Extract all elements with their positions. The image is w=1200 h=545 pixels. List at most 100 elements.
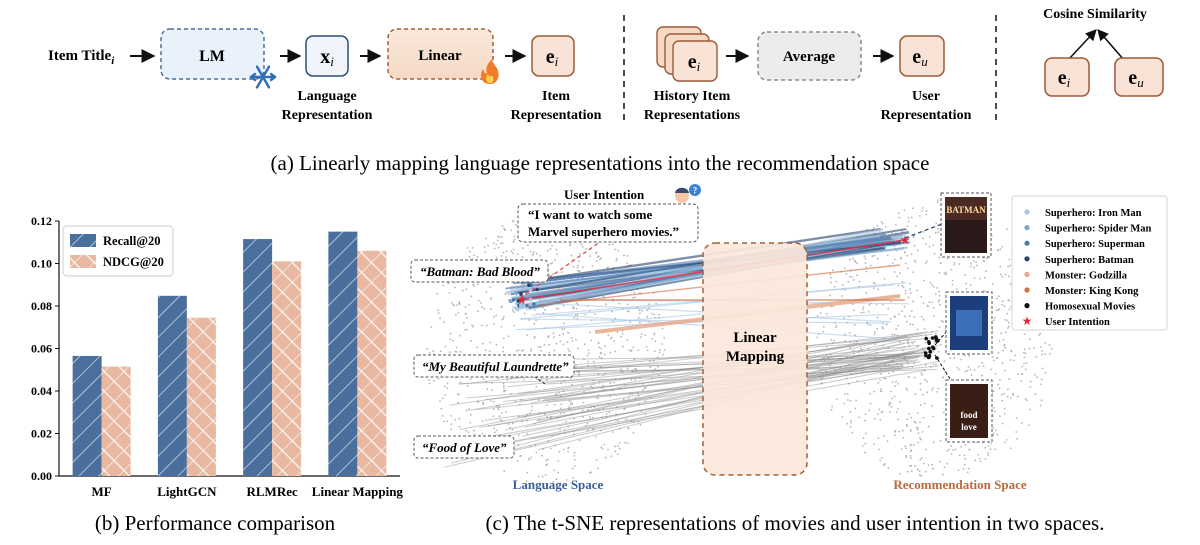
scatter-point bbox=[473, 429, 475, 432]
scatter-point bbox=[905, 387, 908, 390]
scatter-point bbox=[582, 401, 585, 404]
scatter-point bbox=[562, 322, 565, 325]
scatter-point bbox=[556, 253, 558, 256]
scatter-point bbox=[846, 422, 849, 425]
scatter-point bbox=[997, 351, 1000, 354]
scatter-point bbox=[994, 448, 997, 451]
scatter-point bbox=[853, 279, 855, 281]
scatter-point bbox=[457, 401, 459, 404]
mapping-line bbox=[465, 359, 919, 399]
scatter-point bbox=[897, 408, 899, 410]
scatter-point bbox=[502, 382, 505, 385]
laundrette-quote-box bbox=[413, 354, 575, 378]
scatter-point-highlight bbox=[528, 288, 533, 293]
scatter-point bbox=[932, 441, 935, 444]
scatter-point bbox=[893, 271, 896, 273]
scatter-point bbox=[654, 340, 657, 342]
scatter-point bbox=[847, 382, 850, 385]
scatter-point bbox=[567, 450, 569, 453]
history-line1: History Item bbox=[654, 89, 731, 104]
scatter-point bbox=[542, 311, 545, 314]
scatter-point bbox=[829, 353, 832, 356]
scatter-point bbox=[884, 226, 887, 228]
scatter-point bbox=[609, 395, 612, 397]
scatter-point bbox=[1036, 376, 1038, 379]
scatter-point bbox=[596, 260, 598, 263]
scatter-point bbox=[634, 397, 637, 399]
scatter-point bbox=[493, 427, 496, 430]
scatter-point bbox=[963, 463, 966, 466]
scatter-point bbox=[527, 457, 530, 460]
scatter-point bbox=[546, 249, 549, 252]
scatter-point bbox=[1004, 369, 1006, 372]
scatter-point bbox=[891, 333, 894, 336]
scatter-point bbox=[1006, 228, 1008, 231]
scatter-point bbox=[645, 345, 648, 348]
scatter-point bbox=[924, 363, 927, 366]
user-rep-line1: User bbox=[912, 89, 940, 104]
scatter-point bbox=[973, 277, 976, 279]
scatter-point bbox=[911, 323, 914, 326]
legend-dot-marker bbox=[1024, 287, 1030, 293]
scatter-point bbox=[455, 351, 458, 353]
food-of-love-poster: food love bbox=[945, 379, 993, 443]
scatter-point bbox=[979, 457, 981, 460]
scatter-point bbox=[983, 290, 986, 293]
scatter-point bbox=[557, 460, 560, 462]
scatter-point bbox=[466, 247, 469, 249]
scatter-point bbox=[614, 445, 617, 448]
scatter-point bbox=[625, 418, 628, 421]
scatter-point bbox=[436, 292, 439, 295]
scatter-point bbox=[891, 381, 894, 383]
scatter-point bbox=[568, 400, 571, 402]
scatter-point bbox=[510, 393, 513, 395]
scatter-point bbox=[990, 368, 993, 371]
scatter-point bbox=[916, 468, 919, 471]
scatter-point bbox=[856, 380, 859, 382]
scatter-point bbox=[551, 262, 554, 264]
scatter-point bbox=[580, 243, 583, 246]
scatter-point bbox=[964, 354, 966, 357]
scatter-point bbox=[552, 336, 555, 339]
scatter-point bbox=[1003, 413, 1006, 415]
scatter-point bbox=[1006, 327, 1009, 329]
scatter-point bbox=[1028, 347, 1031, 350]
scatter-point bbox=[905, 228, 908, 231]
mapping-line bbox=[484, 360, 917, 421]
scatter-point bbox=[444, 345, 447, 348]
mapping-line bbox=[522, 227, 881, 284]
scatter-point bbox=[603, 389, 605, 391]
scatter-point bbox=[926, 380, 928, 383]
scatter-point bbox=[1004, 319, 1007, 321]
scatter-point bbox=[502, 350, 504, 353]
scatter-point bbox=[565, 420, 568, 423]
scatter-point bbox=[563, 380, 565, 382]
scatter-point bbox=[943, 466, 946, 468]
scatter-point bbox=[571, 340, 574, 342]
scatter-point bbox=[615, 406, 618, 409]
scatter-point bbox=[831, 269, 834, 272]
scatter-point bbox=[878, 408, 881, 411]
scatter-point bbox=[526, 471, 529, 474]
linear-mapping-box bbox=[702, 242, 808, 476]
cos-eu-box bbox=[1114, 57, 1164, 97]
history-e-symbol: ei bbox=[688, 51, 701, 74]
mapping-line bbox=[451, 342, 905, 464]
scatter-point bbox=[632, 431, 635, 434]
scatter-point bbox=[997, 383, 999, 386]
scatter-point bbox=[557, 308, 559, 310]
average-box bbox=[757, 31, 862, 81]
scatter-point bbox=[522, 378, 525, 381]
scatter-point bbox=[903, 209, 906, 212]
scatter-point bbox=[588, 416, 591, 418]
scatter-point bbox=[559, 407, 562, 410]
scatter-point bbox=[517, 443, 520, 446]
scatter-point bbox=[605, 303, 607, 306]
legend-dot-marker bbox=[1024, 209, 1030, 215]
scatter-point bbox=[495, 429, 498, 432]
scatter-point bbox=[452, 339, 454, 342]
scatter-point bbox=[928, 301, 931, 304]
scatter-point bbox=[932, 415, 935, 418]
scatter-point bbox=[549, 248, 552, 251]
scatter-point bbox=[1040, 378, 1043, 381]
